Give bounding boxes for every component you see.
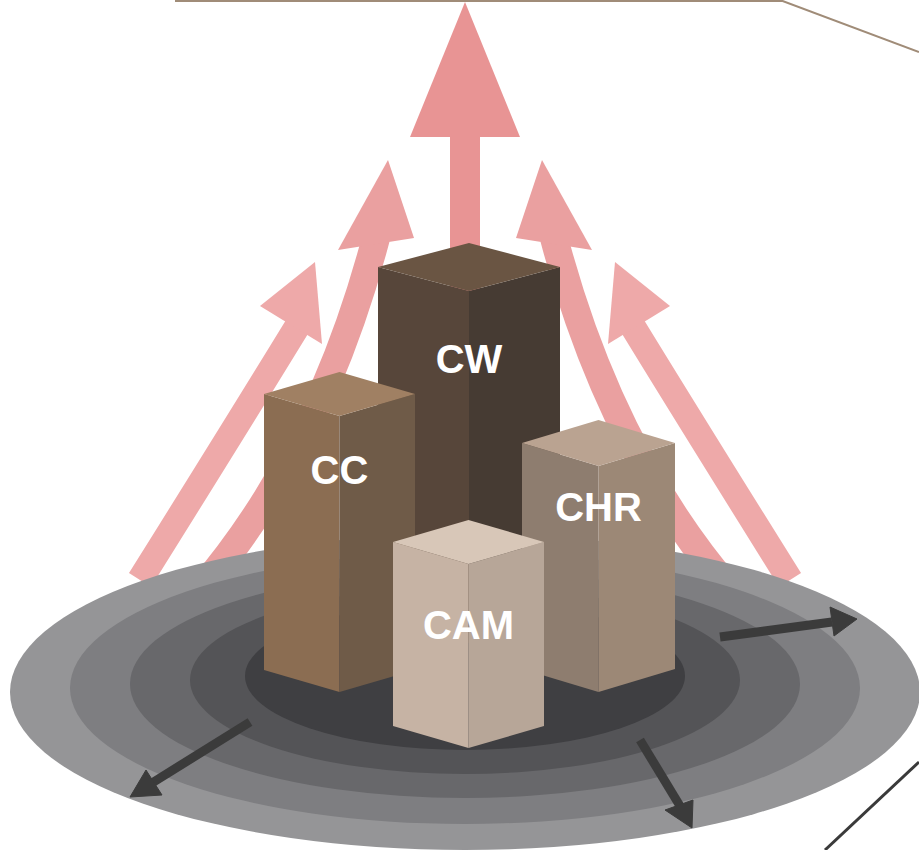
pillar-label: CW: [378, 337, 560, 381]
pillar-face: [599, 443, 676, 692]
pillar-label: CHR: [522, 485, 675, 529]
arrow-head: [260, 262, 322, 344]
spread-arrow: [720, 622, 832, 637]
pillar-face: [522, 420, 675, 466]
arrow-head: [665, 800, 693, 828]
pillar-label: CAM: [393, 603, 544, 647]
arrow-head: [410, 2, 520, 137]
pillar-label: CC: [264, 448, 415, 492]
ground-disc: [10, 534, 919, 850]
frame-line: [175, 0, 782, 2]
arrow-head: [516, 160, 592, 250]
frame-line: [780, 0, 919, 52]
arrow-head: [338, 160, 414, 250]
arrow-head: [130, 770, 162, 797]
pillar-face: [378, 243, 560, 291]
spread-arrow: [152, 722, 250, 783]
pillar-face: [393, 520, 544, 564]
arrow-head: [608, 262, 670, 344]
pillar-shape: [522, 420, 675, 692]
pillar-shape: [264, 372, 415, 692]
pillar-box: CAM: [393, 520, 544, 748]
pillar-face: [264, 394, 340, 692]
arrow-head: [830, 607, 857, 636]
spread-arrow: [640, 740, 680, 806]
pillar-box: CHR: [522, 420, 675, 692]
pillar-face: [264, 372, 415, 416]
pillar-box: CC: [264, 372, 415, 692]
disc-ring: [10, 534, 919, 850]
